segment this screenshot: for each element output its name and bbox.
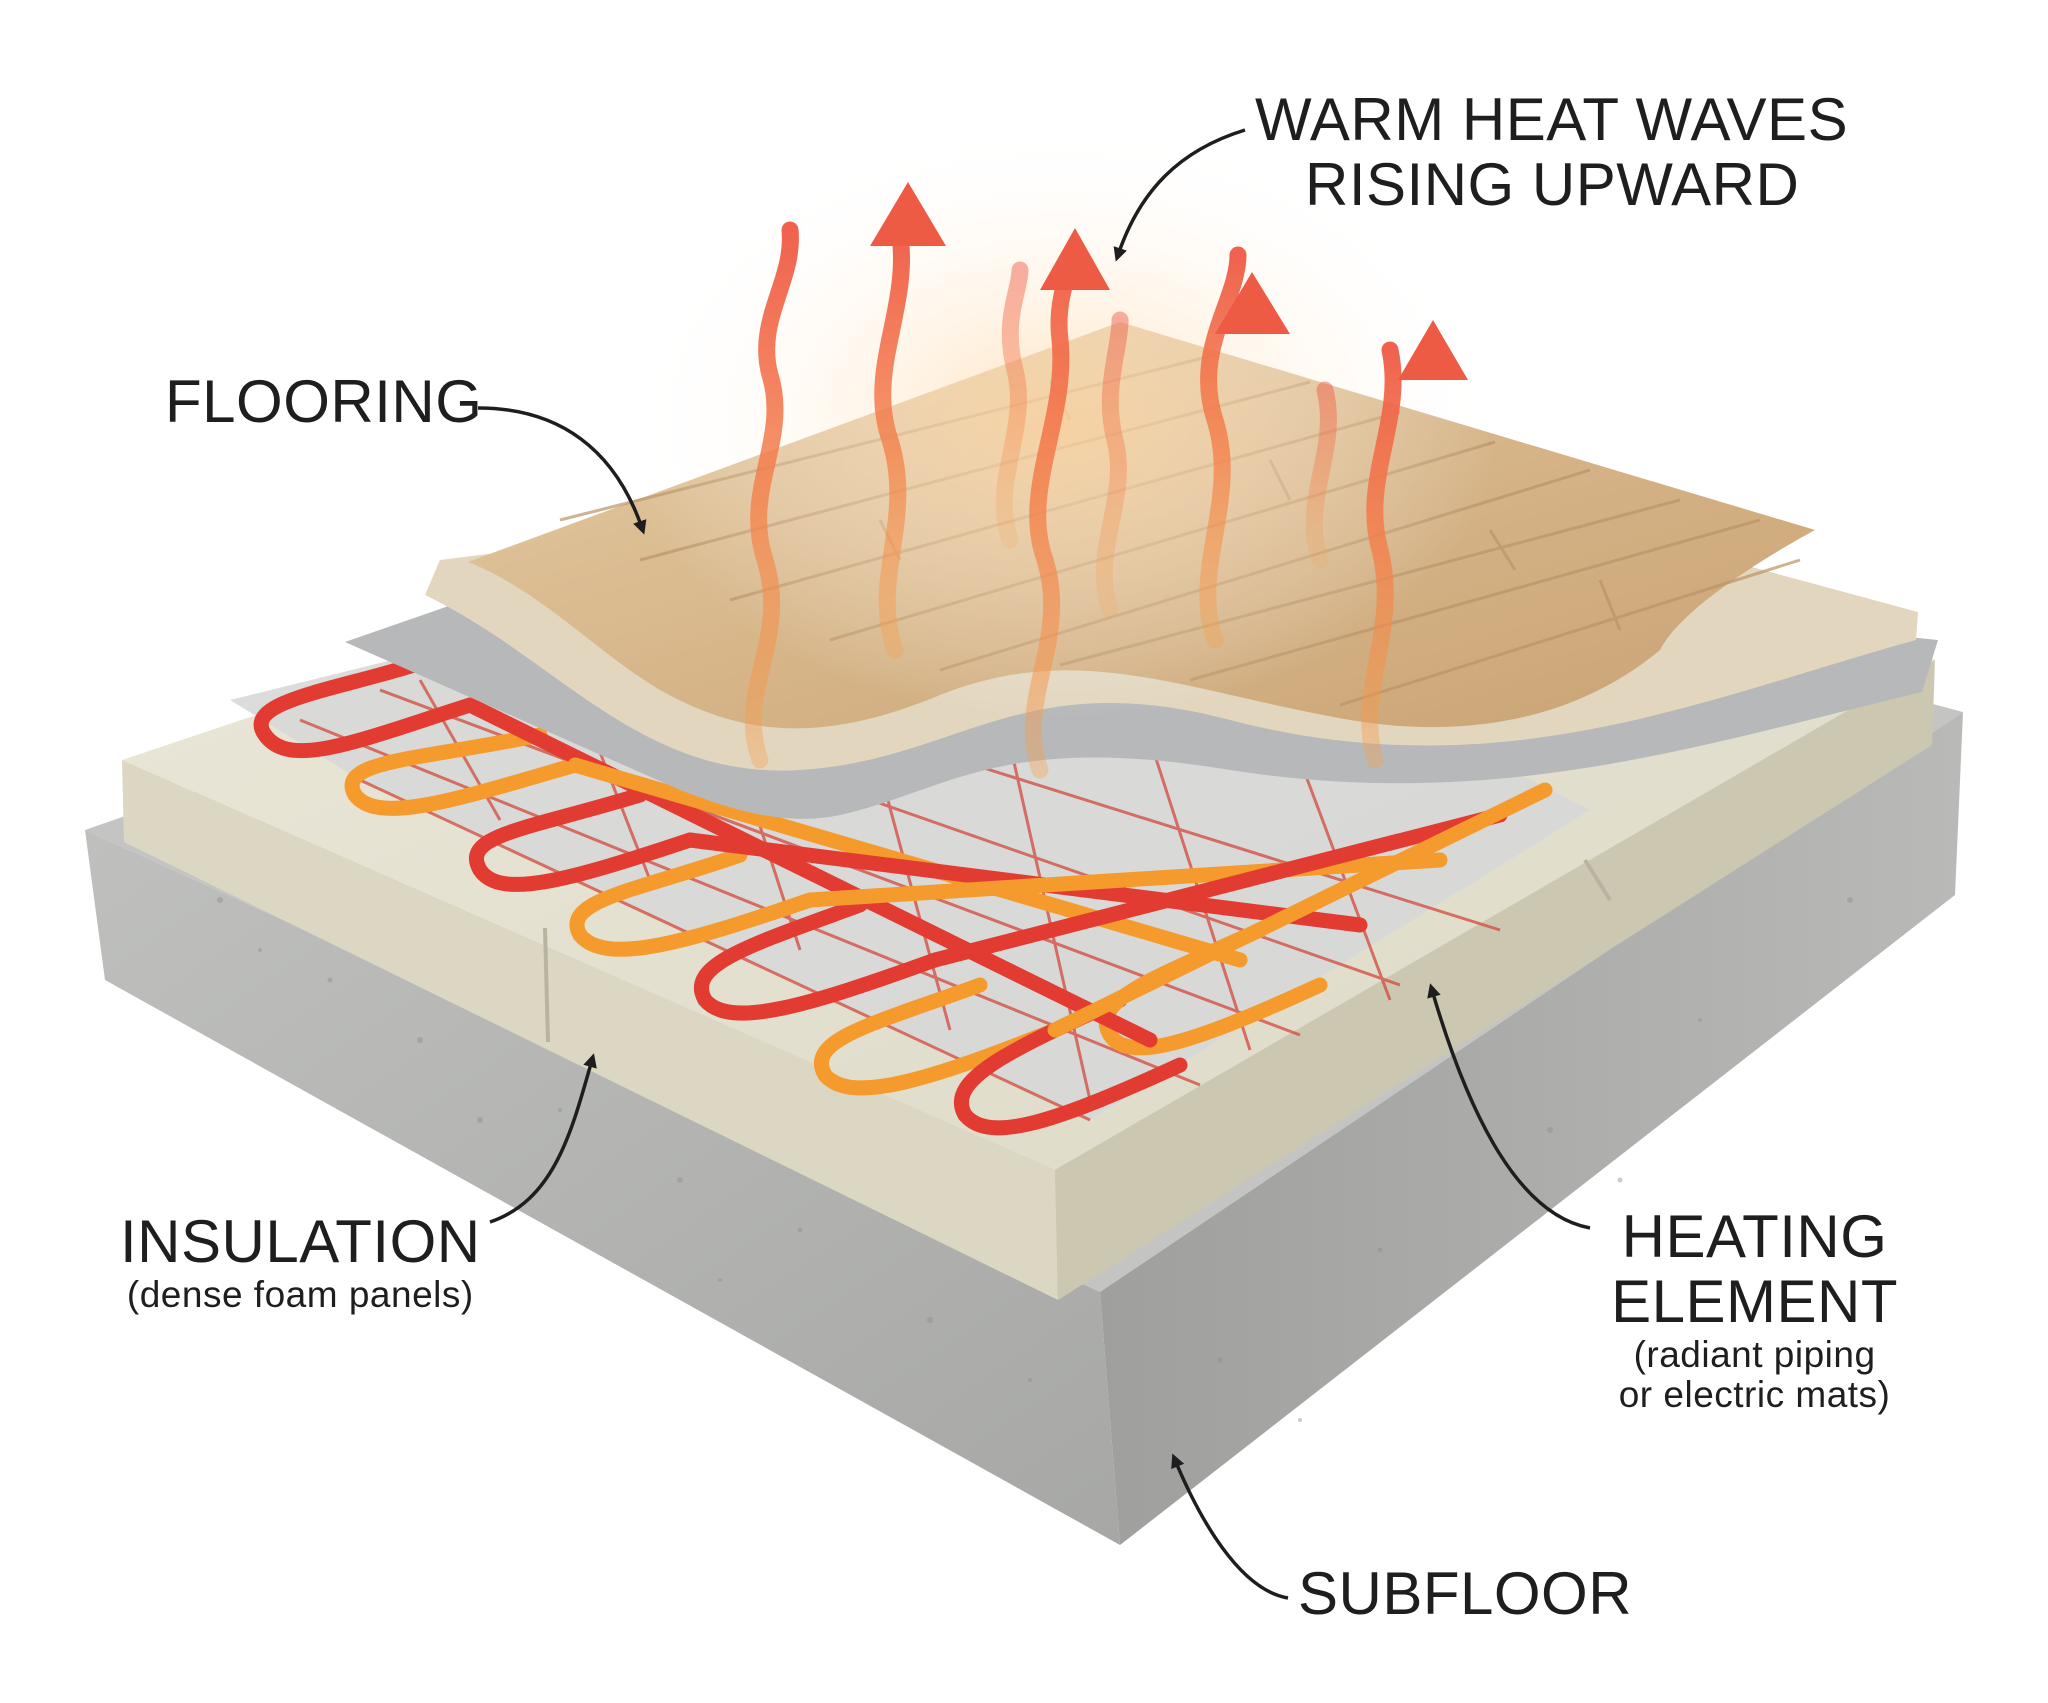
- arrow-icon: [489, 1053, 597, 1224]
- pipe-run: [802, 852, 1448, 908]
- heating-element-note-line-2: or electric mats): [1618, 1373, 1891, 1415]
- pipe-loop: [253, 652, 478, 759]
- heat-wave-icon: [744, 221, 1402, 779]
- pipe-loop: [953, 992, 1188, 1136]
- heating-element-label: HEATING ELEMENT (radiant piping or elect…: [1611, 1203, 1898, 1415]
- pipe-run: [1047, 782, 1553, 1038]
- insulation-note: (dense foam panels): [126, 1273, 474, 1315]
- foam-left-face: [122, 760, 1058, 1300]
- heat-waves: [620, 120, 1500, 779]
- insulation-title: INSULATION: [120, 1208, 481, 1275]
- flooring-label: FLOORING: [165, 368, 483, 435]
- arrow-icon: [1113, 128, 1246, 262]
- heat-waves-label-line-2: RISING UPWARD: [1305, 150, 1800, 218]
- callout-arrows: [477, 128, 1591, 1600]
- arrow-icon: [1427, 983, 1591, 1230]
- foam-right-face: [1055, 660, 1935, 1300]
- heating-element-title-line-1: HEATING: [1621, 1203, 1888, 1270]
- heating-element-note-line-1: (radiant piping: [1633, 1333, 1876, 1375]
- heating-pipes: [253, 652, 1553, 1136]
- insulation-label: INSULATION (dense foam panels): [120, 1208, 481, 1315]
- pipe-loop: [468, 787, 698, 892]
- subfloor-right-face: [1100, 712, 1963, 1545]
- foam-panel-seam: [1583, 858, 1612, 902]
- heat-waves-label-line-1: WARM HEAT WAVES: [1255, 86, 1849, 153]
- arrow-icon: [477, 406, 647, 535]
- pipe-run: [927, 807, 1508, 968]
- pipe-loop: [813, 977, 1063, 1096]
- heat-waves-label: WARM HEAT WAVES RISING UPWARD: [1255, 86, 1849, 218]
- pipe-loop: [344, 727, 583, 816]
- concrete-speckles: [217, 897, 1853, 1422]
- subfloor-label: SUBFLOOR: [1298, 1560, 1633, 1627]
- subfloor-left-face: [85, 830, 1120, 1545]
- foam-panel-seam: [543, 927, 550, 1043]
- arrow-icon: [1171, 1453, 1289, 1600]
- pipe-loop: [693, 897, 943, 1021]
- heat-arrowheads: [870, 182, 1468, 380]
- heating-element-title-line-2: ELEMENT: [1611, 1267, 1898, 1335]
- pipe-loop: [569, 847, 818, 957]
